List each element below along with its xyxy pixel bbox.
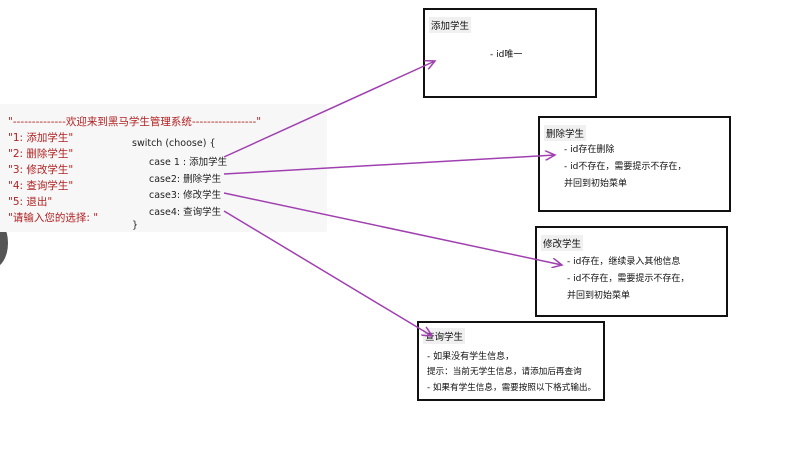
edge-circle (0, 218, 8, 268)
box-query-line-3: - 如果有学生信息，需要按照以下格式输出。 (427, 383, 597, 393)
arrow-query (223, 210, 432, 336)
box-add-line-1: - id唯一 (490, 50, 523, 60)
menu-item-query: "4: 查询学生" (8, 180, 74, 192)
menu-prompt: "请输入您的选择: " (8, 212, 99, 224)
box-modify-title: 修改学生 (541, 235, 584, 251)
code-panel (0, 104, 327, 232)
box-delete-line-2: - id不存在，需要提示不存在， (564, 162, 687, 172)
box-delete-line-1: - id存在删除 (564, 145, 615, 155)
arrow-add (223, 61, 435, 158)
code-case1: case 1 : 添加学生 (149, 157, 228, 168)
code-switch: switch (choose) { (132, 138, 216, 149)
box-modify-student: 修改学生 - id存在，继续录入其他信息 - id不存在，需要提示不存在， 并回… (535, 226, 728, 317)
box-query-student: 查询学生 - 如果没有学生信息， 提示：当前无学生信息，请添加后再查询 - 如果… (417, 321, 605, 401)
menu-item-modify: "3: 修改学生" (8, 164, 74, 176)
box-modify-line-2: - id不存在，需要提示不存在， (567, 274, 690, 284)
box-query-line-1: - 如果没有学生信息， (427, 352, 515, 362)
menu-item-add: "1: 添加学生" (8, 132, 74, 144)
box-add-title: 添加学生 (429, 17, 472, 33)
box-modify-line-3: 并回到初始菜单 (567, 291, 631, 301)
arrow-modify (223, 192, 562, 265)
box-query-title: 查询学生 (423, 328, 466, 344)
code-case2: case2: 删除学生 (149, 174, 222, 185)
box-delete-student: 删除学生 - id存在删除 - id不存在，需要提示不存在， 并回到初始菜单 (538, 116, 731, 212)
box-query-line-2: 提示：当前无学生信息，请添加后再查询 (427, 367, 582, 377)
code-close-brace: } (132, 220, 139, 231)
box-add-student: 添加学生 - id唯一 (423, 8, 597, 98)
menu-item-delete: "2: 删除学生" (8, 148, 74, 160)
box-modify-line-1: - id存在，继续录入其他信息 (567, 257, 681, 267)
code-case4: case4: 查询学生 (149, 207, 222, 218)
code-case3: case3: 修改学生 (149, 190, 222, 201)
arrow-delete (223, 155, 555, 175)
box-delete-line-3: 并回到初始菜单 (564, 179, 628, 189)
box-delete-title: 删除学生 (544, 125, 587, 141)
menu-item-exit: "5: 退出" (8, 196, 53, 208)
menu-header: "--------------欢迎来到黑马学生管理系统-------------… (8, 116, 262, 128)
